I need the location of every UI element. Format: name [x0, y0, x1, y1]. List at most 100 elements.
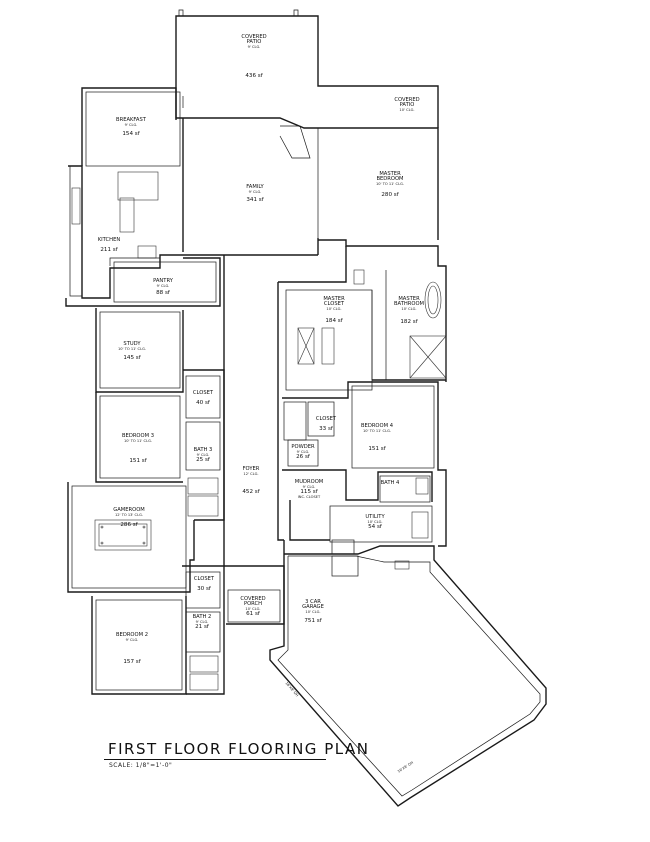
room-name: PATIO: [400, 102, 415, 108]
room-name: BATH 2: [193, 614, 212, 620]
room-ceiling: 9' CLG.: [297, 450, 310, 454]
room-name: BATH 4: [381, 480, 400, 486]
room-area: 21 sf: [195, 624, 210, 630]
room-name: COVERED: [394, 97, 419, 103]
covered-patio-outline: [175, 9, 439, 128]
label-bath-3: BATH 39' CLG.25 sf: [194, 447, 213, 463]
room-name: CLOSET: [193, 390, 214, 396]
plan-title: FIRST FLOOR FLOORING PLAN: [108, 740, 370, 758]
room-name: CLOSET: [316, 416, 337, 422]
room-area: 33 sf: [319, 426, 334, 432]
room-area: 184 sf: [325, 318, 343, 324]
room-area: 61 sf: [246, 611, 261, 617]
room-area: 30 sf: [197, 586, 212, 592]
room-name: BREAKFAST: [116, 117, 147, 123]
label-bedroom-2: BEDROOM 29' CLG. 157 sf: [116, 632, 148, 665]
room-name: BATHROOM: [394, 301, 424, 307]
room-name: 3 CAR: [305, 599, 321, 605]
room-ceiling: 10' CLG.: [305, 610, 320, 614]
room-name: BEDROOM 3: [122, 433, 154, 439]
room-area: 211 sf: [100, 247, 118, 253]
room-ceiling: 9' CLG.: [157, 284, 170, 288]
scale-text: SCALE: 1/8"=1'-0": [109, 762, 173, 769]
title-underline: [104, 759, 326, 760]
room-ceiling: 9' CLG.: [249, 190, 262, 194]
room-name: CLOSET: [324, 301, 345, 307]
room-area: 151 sf: [129, 458, 147, 464]
room-name: COVERED: [240, 596, 265, 602]
room-ceiling: 10' TO 11' CLG.: [376, 182, 404, 186]
room-area: 452 sf: [242, 489, 260, 495]
room-name: PORCH: [244, 601, 262, 607]
west-wing-walls: [67, 308, 225, 695]
room-area: 25 sf: [196, 457, 211, 463]
room-area: 88 sf: [156, 290, 171, 296]
room-name: MASTER: [323, 296, 345, 302]
room-ceiling: 12' TO 13' CLG.: [115, 513, 143, 517]
room-area: 436 sf: [245, 73, 263, 79]
room-area: INC. CLOSET: [298, 495, 321, 499]
room-name: BEDROOM: [376, 176, 403, 182]
foyer-walls: [223, 255, 285, 625]
label-bath-2: BATH 29' CLG.21 sf: [193, 614, 212, 630]
room-name: MASTER: [379, 171, 401, 177]
garage-door-label: 16'X8' OH: [284, 681, 299, 697]
room-ceiling: 12' CLG.: [243, 472, 258, 476]
north-wing-walls: [65, 87, 439, 307]
room-area: 154 sf: [122, 131, 140, 137]
room-ceiling: 10' TO 11' CLG.: [363, 429, 391, 433]
room-area: 280 sf: [381, 192, 399, 198]
room-ceiling: 10' TO 11' CLG.: [124, 439, 152, 443]
room-ceiling: 9' CLG.: [303, 485, 316, 489]
room-name: COVERED: [241, 34, 266, 40]
room-area: 157 sf: [123, 659, 141, 665]
room-name: STUDY: [123, 341, 141, 347]
room-ceiling: 10' CLG.: [245, 607, 260, 611]
room-area: 26 sf: [296, 454, 311, 460]
room-ceiling: 9' CLG.: [248, 45, 261, 49]
room-area: 341 sf: [246, 197, 264, 203]
label-bedroom-3: BEDROOM 310' TO 11' CLG. 151 sf: [122, 433, 154, 464]
room-name: GARAGE: [302, 604, 324, 610]
room-name: KITCHEN: [98, 237, 121, 243]
label-kitchen: KITCHEN 211 sf: [98, 237, 121, 253]
room-name: FOYER: [243, 466, 260, 472]
room-name: MUDROOM: [295, 479, 324, 485]
room-area: 54 sf: [368, 524, 383, 530]
room-name: BEDROOM 2: [116, 632, 148, 638]
room-ceiling: 10' CLG.: [326, 307, 341, 311]
room-ceiling: 9' CLG.: [196, 620, 209, 624]
room-name: MASTER: [398, 296, 420, 302]
room-area: 115 sf: [300, 489, 318, 495]
room-name: PATIO: [247, 39, 262, 45]
room-ceiling: 10' CLG.: [399, 108, 414, 112]
room-name: GAMEROOM: [113, 507, 145, 513]
garage-door-label: 16'X8' OH: [397, 760, 414, 773]
room-name: BEDROOM 4: [361, 423, 394, 429]
room-ceiling: 10' CLG.: [367, 520, 382, 524]
room-area: 145 sf: [123, 355, 141, 361]
label-closet-2: CLOSET 33 sf: [316, 416, 337, 432]
room-ceiling: 9' CLG.: [126, 638, 139, 642]
master-suite-walls: [278, 239, 447, 391]
room-name: POWDER: [291, 444, 315, 450]
room-name: PANTRY: [153, 278, 174, 284]
room-name: FAMILY: [246, 184, 264, 190]
